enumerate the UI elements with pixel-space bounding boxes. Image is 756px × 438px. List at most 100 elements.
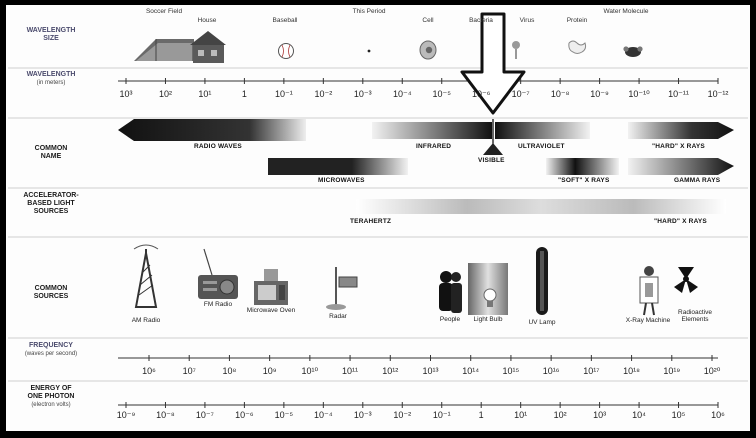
source-label-microwave-oven: Microwave Oven: [246, 307, 296, 314]
house-icon: [190, 31, 226, 63]
size-label-cell: Cell: [422, 17, 434, 24]
row-label-line: ACCELERATOR-: [23, 192, 79, 199]
frequency-tick-label: 10¹⁹: [663, 366, 681, 376]
row-label-line: COMMON: [34, 285, 68, 292]
size-label-period: This Period: [352, 8, 386, 15]
energy-tick-label: 10³: [593, 410, 607, 420]
period-dot-icon: [367, 49, 371, 53]
frequency-tick-label: 10²⁰: [703, 366, 721, 376]
spectrum-graphics: [8, 12, 748, 408]
row-label-line: ONE PHOTON: [27, 393, 75, 400]
accelerator-band: [356, 199, 726, 214]
frequency-tick-label: 10¹¹: [342, 366, 359, 376]
row-label-line: BASED LIGHT: [27, 200, 75, 207]
wavelength-tick-label: 10⁻¹²: [707, 89, 729, 99]
energy-tick-label: 10⁻⁶: [235, 410, 254, 420]
frequency-tick-label: 10¹⁴: [462, 366, 480, 376]
radiation-symbol-icon: [674, 267, 698, 293]
energy-tick-label: 10⁻¹: [432, 410, 451, 420]
frequency-tick-label: 10¹⁷: [583, 366, 600, 376]
virus-icon: [512, 41, 520, 59]
cell-icon: [419, 40, 437, 60]
baseball-icon: [278, 43, 294, 59]
frequency-tick-marks: [148, 355, 713, 361]
size-label-house: House: [197, 17, 217, 24]
band-label-microwaves: MICROWAVES: [318, 177, 365, 184]
row-label-line: SOURCES: [33, 208, 69, 215]
wavelength-tick-label: 10¹: [198, 89, 212, 99]
soft-xray-band: [546, 158, 619, 175]
energy-tick-label: 1: [478, 410, 484, 420]
energy-tick-label: 10⁻⁸: [156, 410, 175, 420]
band-label-infrared: INFRARED: [416, 143, 452, 150]
frequency-tick-label: 10¹⁰: [301, 366, 319, 376]
microwave-oven-icon: [254, 269, 288, 305]
energy-tick-label: 10²: [553, 410, 567, 420]
wavelength-tick-label: 10⁻⁶: [471, 89, 491, 99]
band-label-gamma-rays: GAMMA RAYS: [674, 177, 721, 184]
light-bulb-icon: [468, 263, 508, 315]
source-label-fm-radio: FM Radio: [203, 301, 233, 308]
radar-dish-icon: [326, 267, 358, 310]
wavelength-tick-label: 10³: [119, 89, 133, 99]
frequency-tick-label: 10¹²: [382, 366, 399, 376]
wavelength-tick-label: 1: [241, 89, 247, 99]
row-label-wavelength: WAVELENGTH (in meters): [8, 71, 94, 87]
size-label-bacteria: Bacteria: [469, 17, 493, 24]
fm-radio-icon: [198, 248, 238, 299]
row-label-line: COMMON: [34, 145, 68, 152]
wavelength-tick-label: 10⁻⁴: [392, 89, 412, 99]
water-molecule-icon: [623, 46, 643, 57]
band-label-hard-xray: "HARD" X RAYS: [652, 143, 705, 150]
row-separators: [8, 67, 748, 382]
size-label-virus: Virus: [519, 17, 535, 24]
source-label-light-bulb: Light Bulb: [473, 316, 503, 323]
wavelength-tick-label: 10⁻¹: [274, 89, 293, 99]
frequency-tick-label: 10⁹: [262, 366, 277, 376]
source-label-people: People: [439, 316, 461, 323]
visible-prism-icon: [483, 143, 503, 155]
soccer-field-icon: [134, 39, 194, 61]
frequency-tick-label: 10⁷: [182, 366, 196, 376]
size-label-soccer-field: Soccer Field: [145, 8, 183, 15]
xray-machine-icon: [639, 266, 659, 316]
energy-tick-label: 10¹: [514, 410, 528, 420]
wavelength-tick-label: 10⁻⁵: [432, 89, 451, 99]
frequency-tick-label: 10⁸: [222, 366, 237, 376]
frequency-tick-label: 10¹³: [422, 366, 439, 376]
energy-tick-label: 10⁻³: [353, 410, 372, 420]
wavelength-tick-label: 10²: [158, 89, 172, 99]
band-label-radio-waves: RADIO WAVES: [194, 143, 242, 150]
energy-tick-label: 10⁵: [671, 410, 686, 420]
wavelength-tick-label: 10⁻¹¹: [668, 89, 689, 99]
down-arrow-icon: [460, 12, 526, 115]
energy-tick-label: 10⁻⁴: [314, 410, 333, 420]
energy-tick-label: 10⁻⁷: [195, 410, 214, 420]
wavelength-tick-label: 10⁻²: [314, 89, 333, 99]
row-label-line: WAVELENGTH: [26, 27, 76, 34]
frequency-tick-label: 10¹⁸: [623, 366, 640, 376]
row-label-unit: (waves per second): [24, 351, 78, 357]
wavelength-tick-label: 10⁻³: [353, 89, 372, 99]
source-label-xray-machine: X-Ray Machine: [625, 317, 671, 324]
frequency-tick-label: 10¹⁶: [542, 366, 560, 376]
energy-tick-marks: [125, 402, 719, 408]
energy-tick-label: 10⁻⁵: [274, 410, 294, 420]
row-label-line: WAVELENGTH: [26, 71, 76, 78]
gamma-rays-band: [628, 158, 734, 175]
source-label-radioactive-elements: Radioactive Elements: [678, 309, 712, 323]
am-radio-tower-icon: [133, 244, 159, 308]
row-label-common-name: COMMON NAME: [8, 145, 94, 161]
source-label-am-radio: AM Radio: [131, 317, 161, 324]
frequency-tick-label: 10¹⁵: [502, 366, 520, 376]
radio-waves-band: [118, 119, 306, 141]
size-label-baseball: Baseball: [272, 17, 298, 24]
row-label-line: SIZE: [43, 35, 59, 42]
row-label-accelerator: ACCELERATOR- BASED LIGHT SOURCES: [8, 192, 94, 216]
source-label-radar: Radar: [329, 313, 347, 320]
size-label-water-molecule: Water Molecule: [603, 8, 649, 15]
wavelength-tick-label: 10⁻⁹: [590, 89, 609, 99]
band-label-hard-xray-accelerator: "HARD" X RAYS: [654, 218, 707, 225]
ultraviolet-band: [495, 122, 590, 139]
